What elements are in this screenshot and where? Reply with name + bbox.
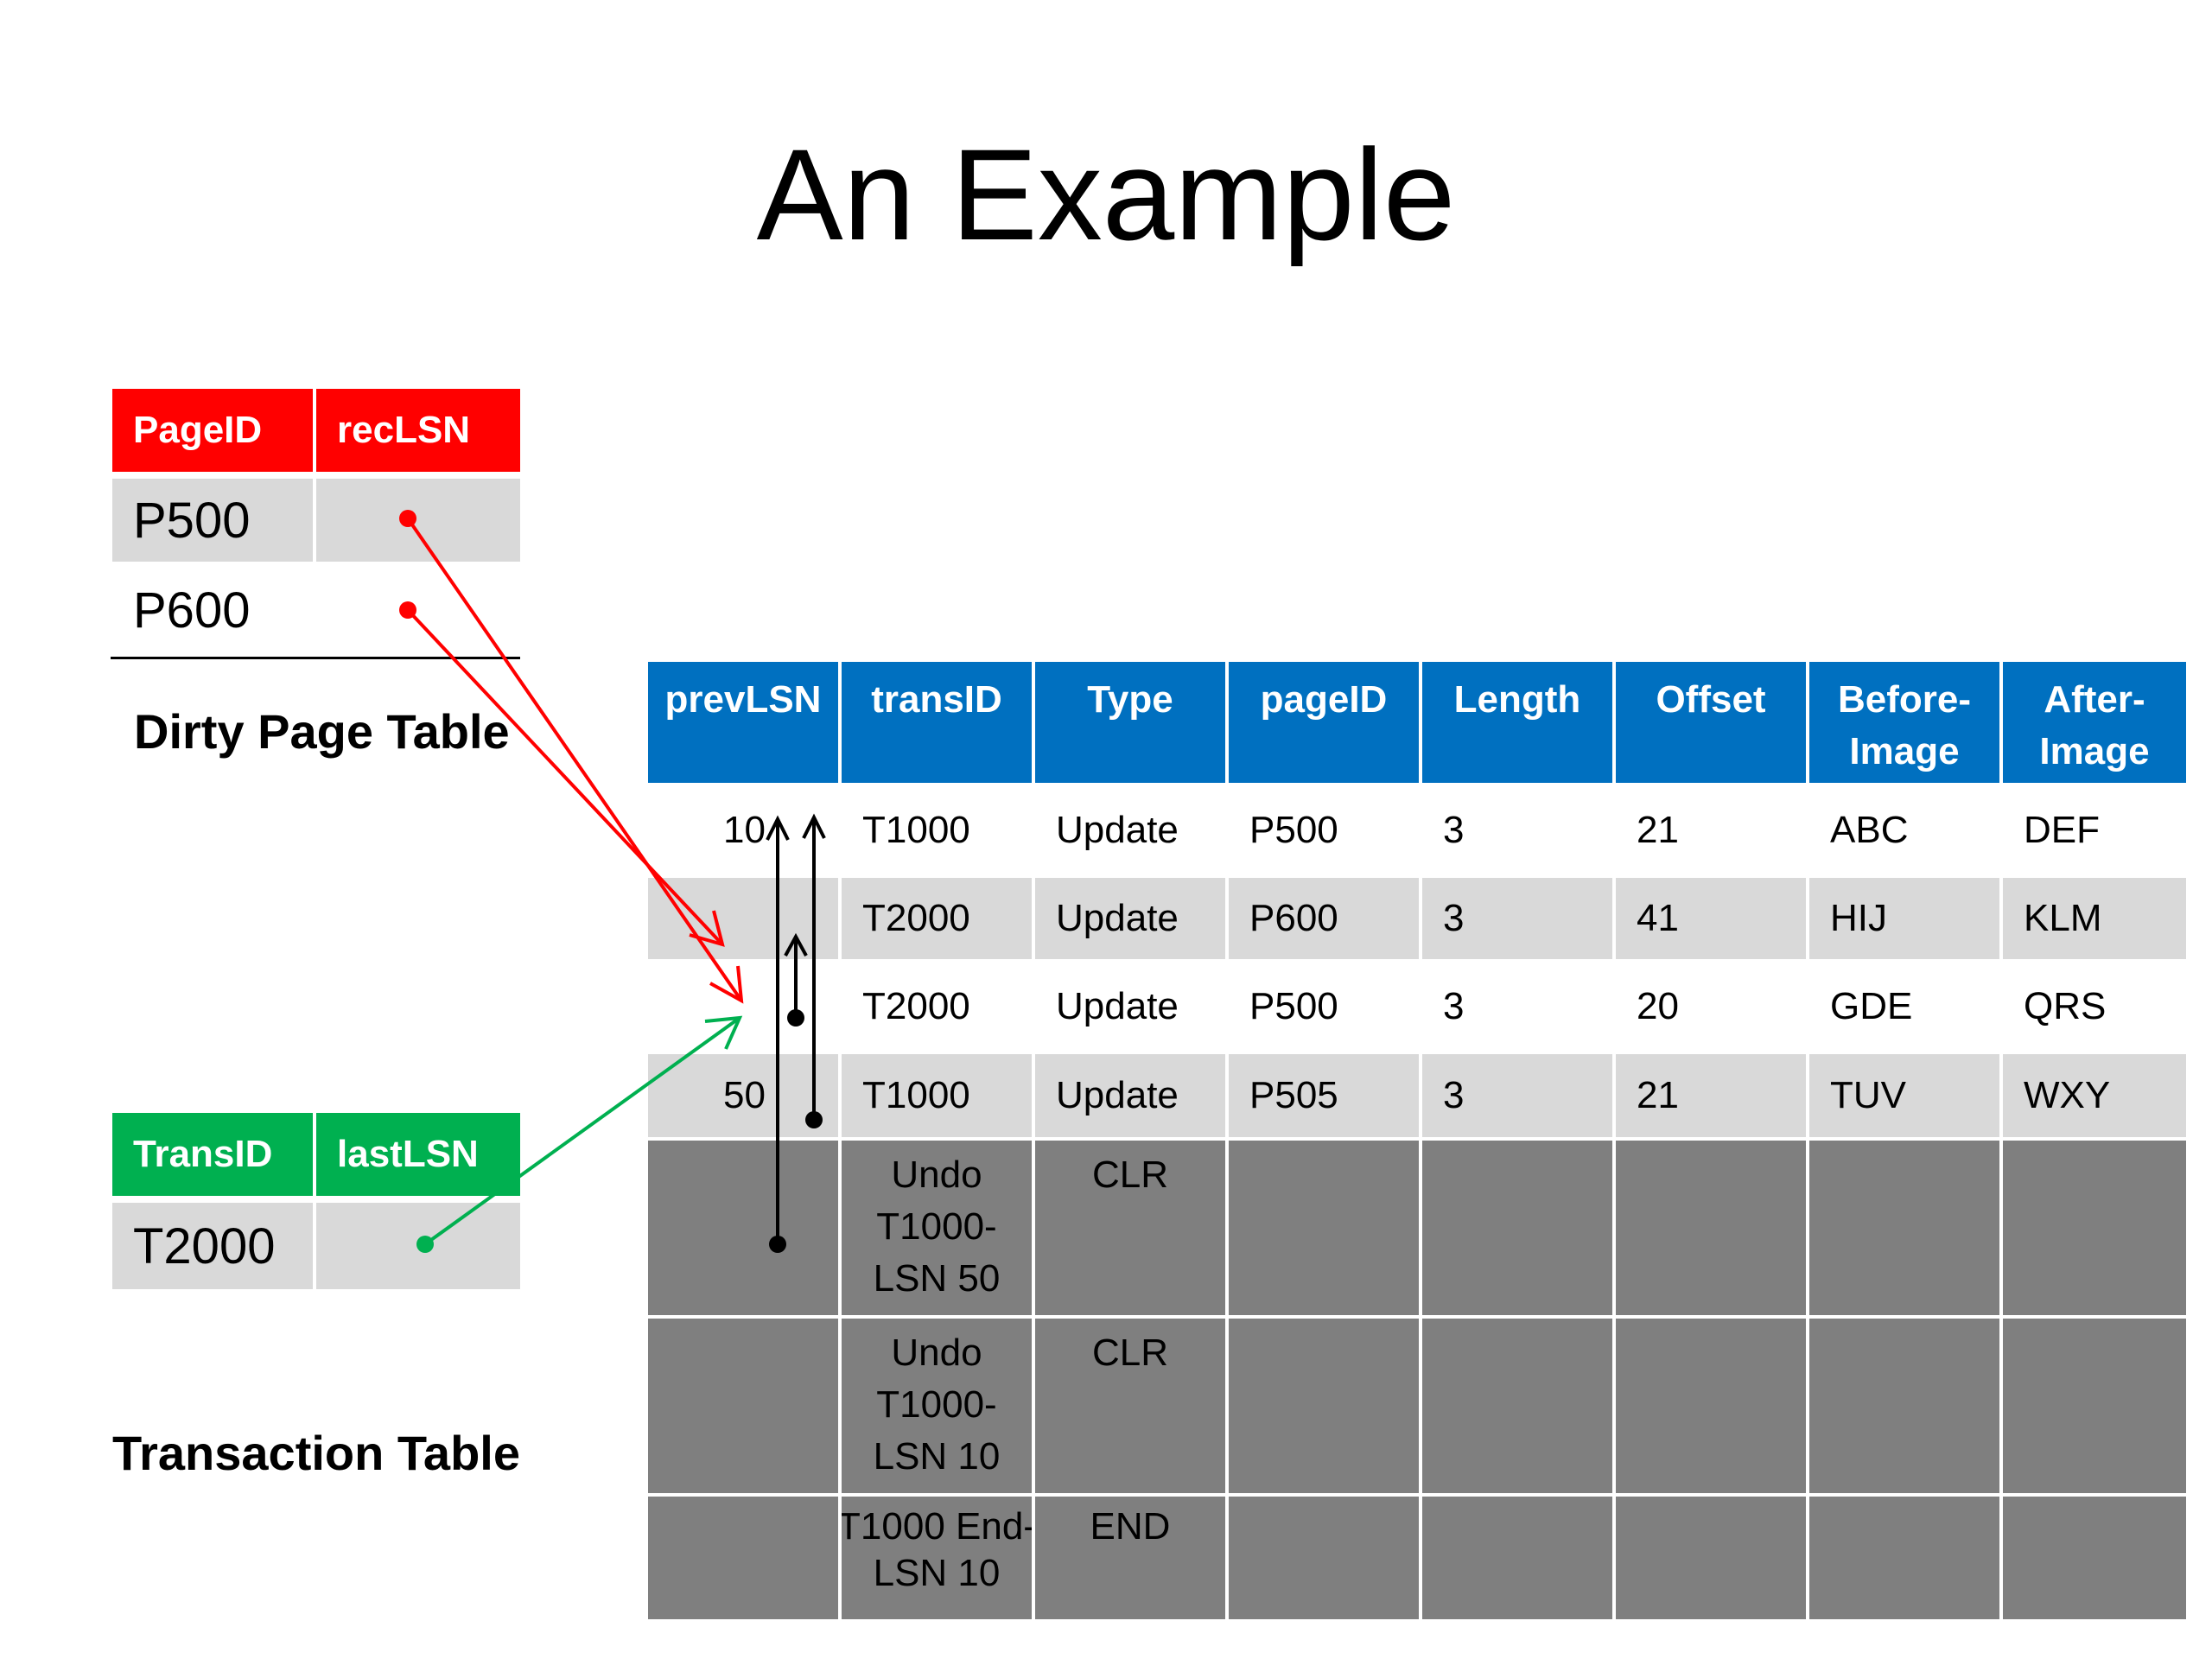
log-cell-pageid: P500 <box>1249 809 1338 851</box>
log-header-pageid: pageID <box>1229 662 1419 783</box>
log-cell-type: Update <box>1056 809 1179 851</box>
log-cell-empty <box>2003 1141 2186 1315</box>
log-cell-after-image: WXY <box>2024 1074 2111 1116</box>
log-cell-type: END <box>1035 1497 1225 1619</box>
log-table: prevLSN transID Type pageID Length Offse… <box>648 662 2186 1619</box>
log-cell-transid: Undo T1000- LSN 10 <box>842 1319 1032 1493</box>
dirty-page-table-header-pageid: PageID <box>112 389 313 472</box>
log-cell-after-image: KLM <box>2024 897 2102 939</box>
log-header-after-image: After- Image <box>2003 662 2186 783</box>
dirty-page-table-caption: Dirty Page Table <box>134 704 510 759</box>
log-cell-length: 3 <box>1443 1074 1465 1116</box>
column-divider <box>1999 662 2003 1141</box>
dirty-page-row-p500: P500 <box>112 479 313 562</box>
log-cell-prevlsn: 10 <box>723 809 766 851</box>
log-cell-empty <box>1616 1497 1806 1619</box>
log-cell-length: 3 <box>1443 809 1465 851</box>
log-cell-before-image: TUV <box>1830 1074 1906 1116</box>
column-divider <box>1419 662 1422 1141</box>
transaction-table: TransID lastLSN T2000 <box>112 1113 520 1289</box>
log-cell-empty <box>1229 1319 1419 1493</box>
log-cell-empty <box>1229 1497 1419 1619</box>
log-header-prevlsn: prevLSN <box>648 662 838 783</box>
log-header-type: Type <box>1035 662 1225 783</box>
column-divider <box>1806 662 1809 1141</box>
log-cell-pageid: P505 <box>1249 1074 1338 1116</box>
row3-prevlsn-pointer <box>784 932 808 1027</box>
dirty-page-table-header-reclsn: recLSN <box>316 389 520 472</box>
log-cell-transid: T2000 <box>862 897 970 939</box>
log-cell-offset: 41 <box>1637 897 1679 939</box>
log-cell-empty <box>2003 1319 2186 1493</box>
log-cell-length: 3 <box>1443 897 1465 939</box>
log-cell-offset: 21 <box>1637 809 1679 851</box>
log-cell-transid: T1000 End- LSN 10 <box>842 1497 1032 1619</box>
log-cell-empty <box>1422 1319 1612 1493</box>
dirty-page-table-rule <box>111 657 520 659</box>
transaction-t2000-lastlsn-pointer <box>416 1015 743 1253</box>
transaction-table-caption: Transaction Table <box>112 1426 520 1480</box>
log-cell-pageid: P500 <box>1249 985 1338 1027</box>
slide-title: An Example <box>756 122 1456 267</box>
log-cell-before-image: ABC <box>1830 809 1909 851</box>
column-divider <box>1032 662 1035 1141</box>
log-cell-before-image: GDE <box>1830 985 1913 1027</box>
log-cell-transid: T1000 <box>862 809 970 851</box>
log-cell-after-image: DEF <box>2024 809 2100 851</box>
log-cell-transid: T1000 <box>862 1074 970 1116</box>
log-cell-prevlsn <box>648 1141 838 1315</box>
log-header-before-image: Before- Image <box>1809 662 1999 783</box>
log-cell-after-image: QRS <box>2024 985 2107 1027</box>
log-header-length: Length <box>1422 662 1612 783</box>
transaction-table-header-transid: TransID <box>112 1113 313 1196</box>
column-divider <box>1225 662 1229 1141</box>
log-row-4 <box>648 1054 2186 1137</box>
log-cell-empty <box>1809 1141 1999 1315</box>
log-cell-length: 3 <box>1443 985 1465 1027</box>
log-cell-empty <box>1616 1141 1806 1315</box>
dirty-page-table: PageID recLSN P500 P600 <box>112 389 520 639</box>
log-row-1 <box>648 783 2186 878</box>
dirty-page-row-p600: P600 <box>133 582 251 639</box>
log-header-offset: Offset <box>1616 662 1806 783</box>
log-cell-offset: 21 <box>1637 1074 1679 1116</box>
clr-prevlsn-pointer <box>766 815 790 1253</box>
log-cell-type: Update <box>1056 1074 1179 1116</box>
log-cell-empty <box>1422 1141 1612 1315</box>
log-cell-type: Update <box>1056 985 1179 1027</box>
column-divider <box>1612 662 1616 1141</box>
dirty-page-p600-reclsn-pointer <box>399 601 725 947</box>
log-cell-type: Update <box>1056 897 1179 939</box>
log-cell-transid: Undo T1000- LSN 50 <box>842 1141 1032 1315</box>
log-cell-transid: T2000 <box>862 985 970 1027</box>
log-cell-offset: 20 <box>1637 985 1679 1027</box>
log-cell-empty <box>1422 1497 1612 1619</box>
dirty-page-row-p500-reclsn <box>316 479 520 562</box>
log-cell-empty <box>1616 1319 1806 1493</box>
row4-prevlsn-pointer <box>802 813 826 1128</box>
log-cell-type: CLR <box>1035 1319 1225 1493</box>
log-cell-prevlsn: 50 <box>723 1074 766 1116</box>
log-row-2 <box>648 878 2186 959</box>
transaction-table-header-lastlsn: lastLSN <box>316 1113 520 1196</box>
log-cell-empty <box>2003 1497 2186 1619</box>
dirty-page-p500-reclsn-pointer <box>399 510 744 1004</box>
log-cell-before-image: HIJ <box>1830 897 1887 939</box>
log-cell-prevlsn <box>648 1497 838 1619</box>
transaction-row-t2000: T2000 <box>112 1203 313 1289</box>
log-header-transid: transID <box>842 662 1032 783</box>
log-cell-empty <box>1809 1319 1999 1493</box>
column-divider <box>838 662 842 1141</box>
log-cell-type: CLR <box>1035 1141 1225 1315</box>
log-cell-empty <box>1229 1141 1419 1315</box>
log-row-3 <box>648 959 2186 1054</box>
log-cell-prevlsn <box>648 1319 838 1493</box>
log-cell-pageid: P600 <box>1249 897 1338 939</box>
log-cell-empty <box>1809 1497 1999 1619</box>
